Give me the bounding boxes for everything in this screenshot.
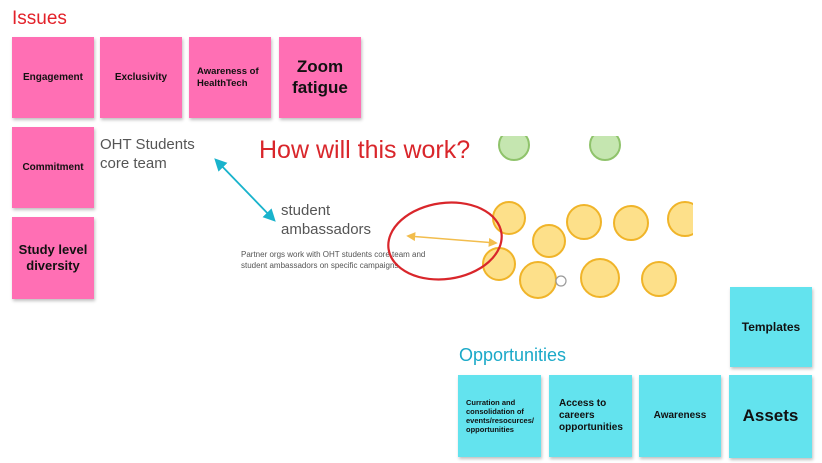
yellow-circle [519,261,557,299]
careers-note[interactable]: Access to careers opportunities [549,375,632,457]
awareness-note[interactable]: Awareness [639,375,721,457]
red-highlight-ellipse [387,201,503,281]
templates-note[interactable]: Templates [730,287,812,367]
engagement-note[interactable]: Engagement [12,37,94,118]
zoom-fatigue-note[interactable]: Zoom fatigue [279,37,361,118]
assets-note[interactable]: Assets [729,375,812,458]
small-grey-circle [555,275,567,287]
yellow-circle [532,224,566,258]
awareness-healthtech-note[interactable]: Awareness of HealthTech [189,37,271,118]
yellow-circle [492,201,526,235]
team-ambassador-arrow [214,158,276,222]
ambassadors-label: student ambassadors [281,202,372,238]
curation-note[interactable]: Curration and consolidation of events/re… [458,375,541,457]
yellow-circle [580,258,620,298]
yellow-circle [566,204,602,240]
ambassador-partner-arrow [406,232,498,247]
commitment-note[interactable]: Commitment [12,127,94,208]
partner-note-text: Partner orgs work with OHT students core… [241,250,426,270]
issues-heading: Issues [12,8,67,29]
question-heading: How will this work? [259,136,471,164]
exclusivity-note[interactable]: Exclusivity [100,37,182,118]
yellow-circle [641,261,677,297]
opportunities-heading: Opportunities [459,345,567,365]
core-team-label: OHT Students core team [100,136,195,172]
yellow-circle [613,205,649,241]
study-level-diversity-note[interactable]: Study level diversity [12,217,94,299]
